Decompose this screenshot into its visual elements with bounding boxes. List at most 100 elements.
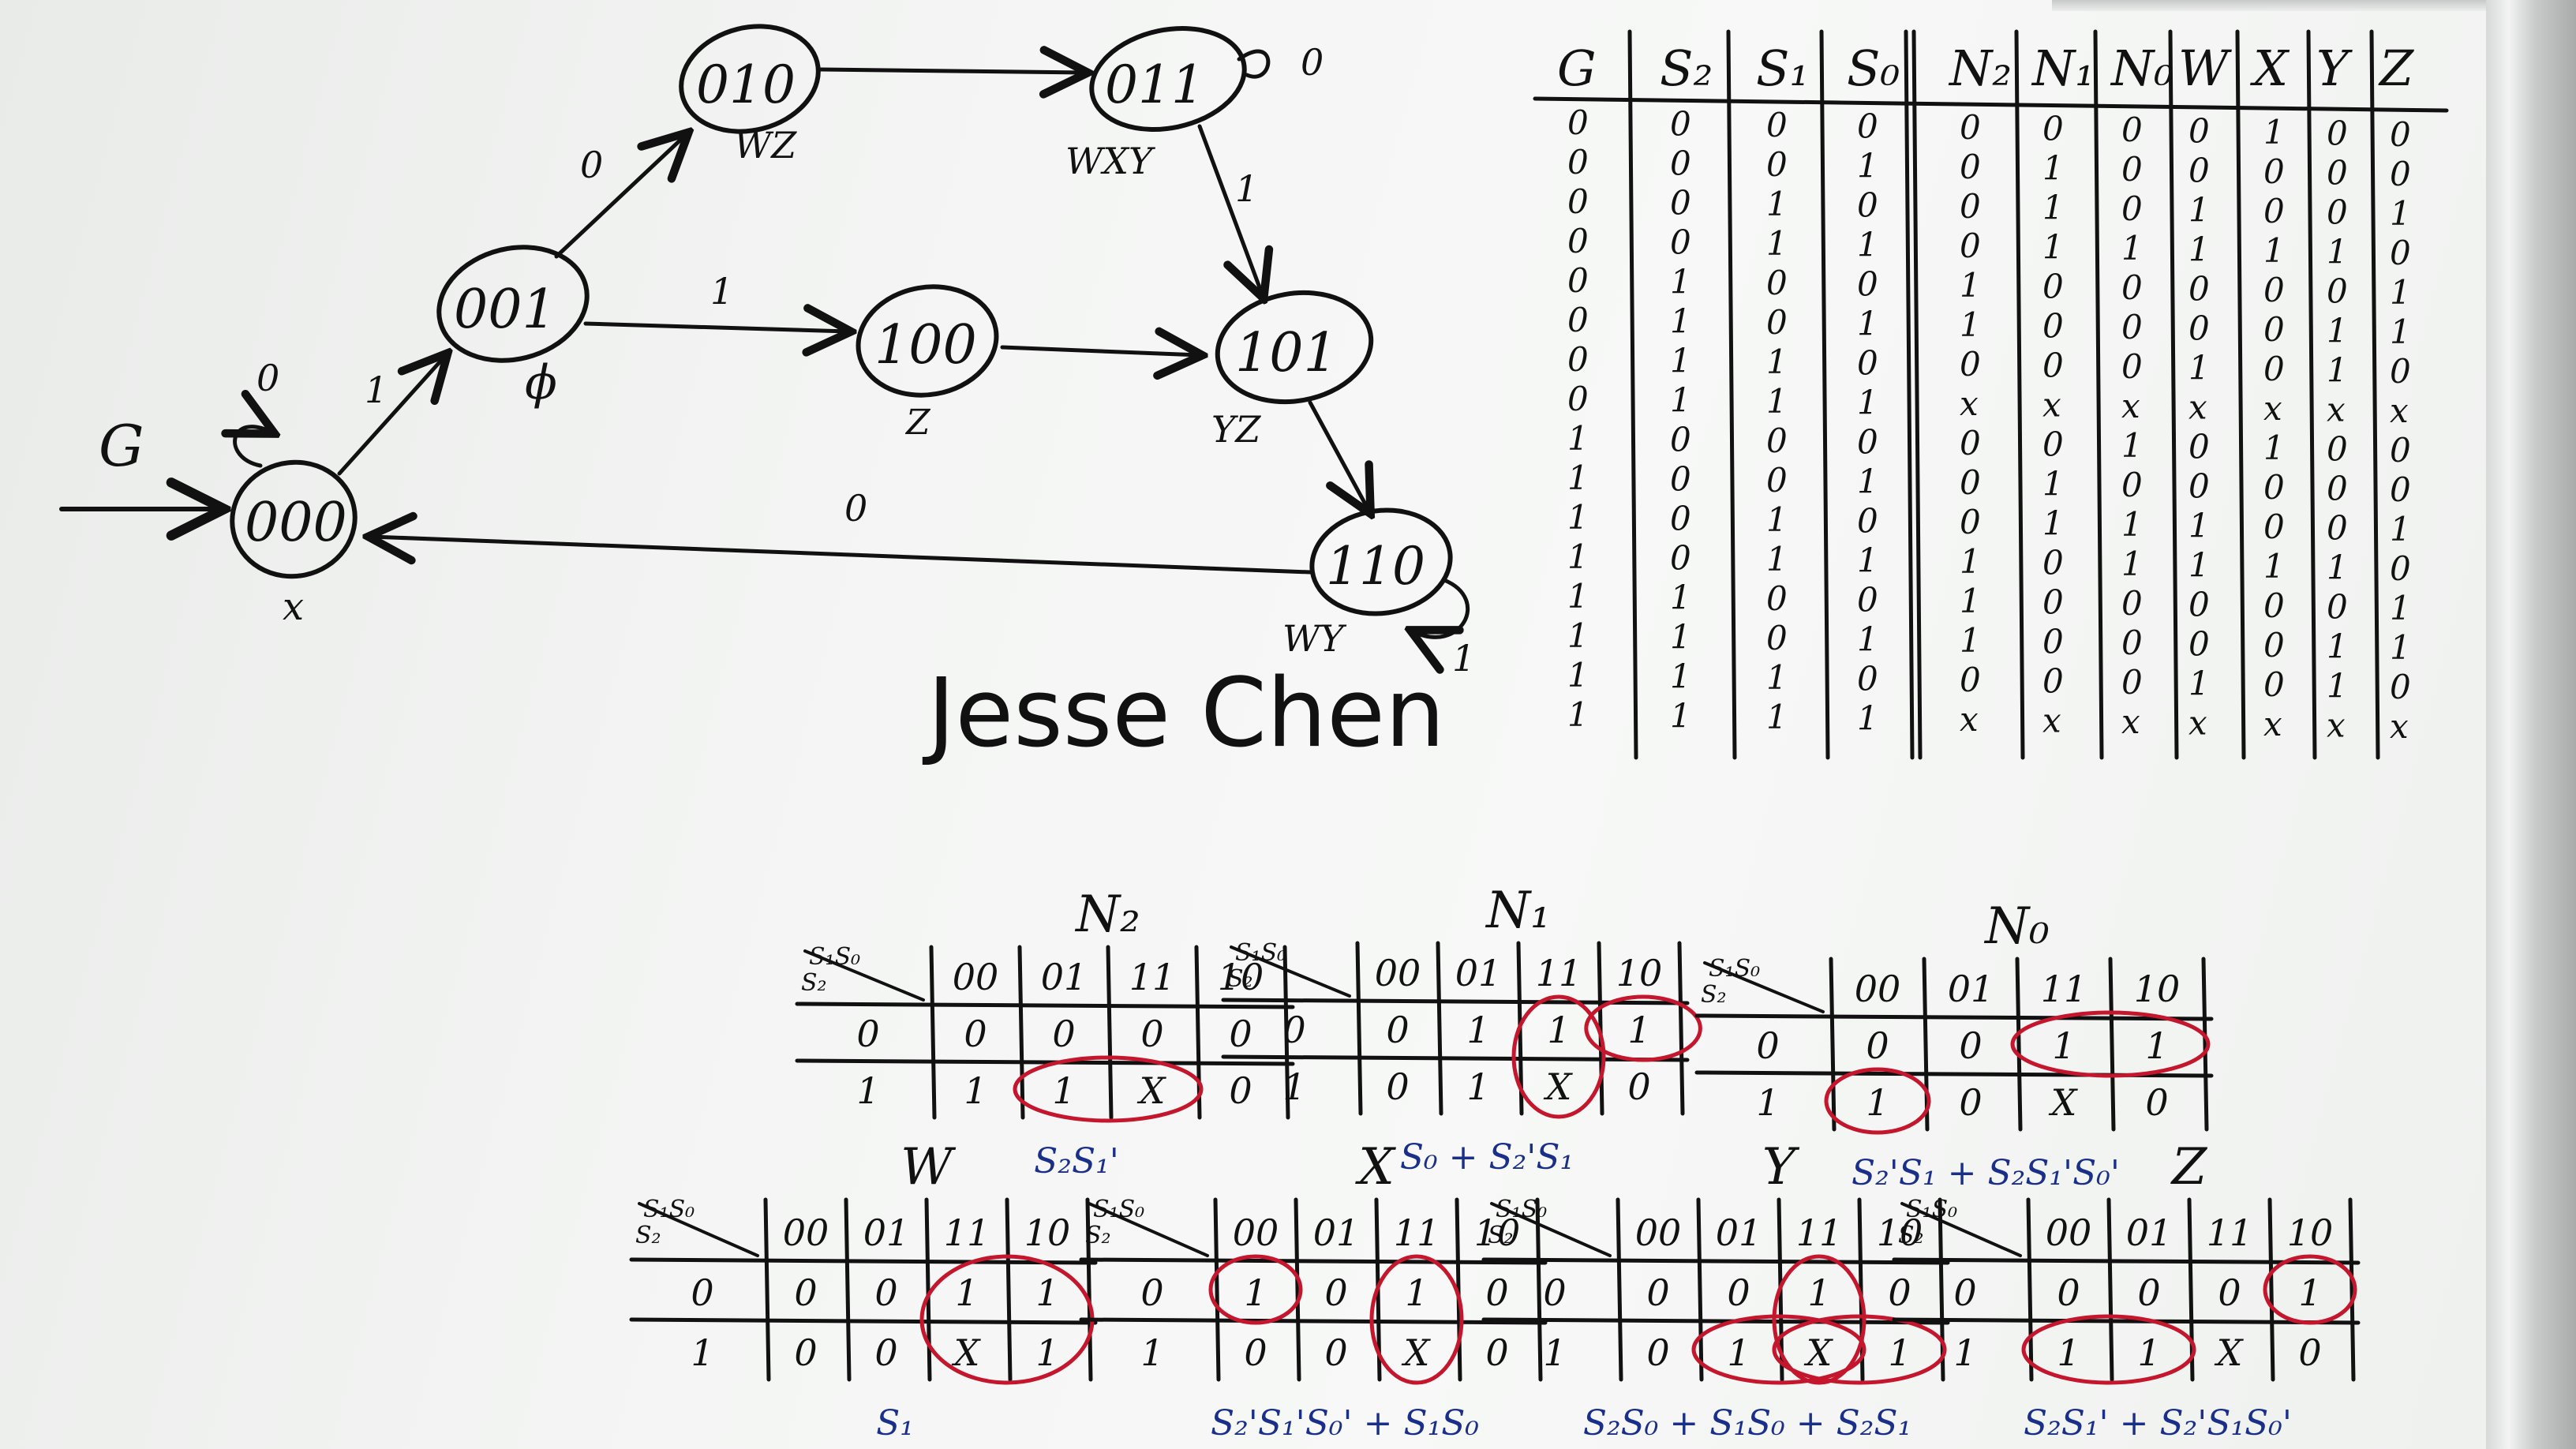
state-output: Z [904,402,931,443]
truth-table-cell: 1 [1670,263,1691,301]
truth-table-cell: 1 [2121,229,2143,268]
truth-table-cell: 0 [1766,145,1788,184]
kmap-cell: X [2049,1081,2079,1124]
start-label: G [99,413,144,479]
kmap-corner-diagonal [803,949,925,1002]
truth-table-cell: 0 [2263,507,2285,546]
edge-101-110 [1308,400,1369,511]
kmap-grid-line [2348,1197,2356,1382]
kmap-grid-line [2108,957,2116,1132]
truth-table-cell: 1 [1670,342,1691,380]
kmap-grid-line [2015,957,2023,1132]
kmap-cell: 1 [1466,1009,1489,1051]
kmap-cell: 0 [1485,1271,1508,1314]
kmap-grouping [1369,1254,1464,1385]
truth-table-column-divider [1819,29,1830,760]
kmap-grid-line [924,1197,932,1382]
kmap-row-label: 0 [856,1013,879,1055]
kmap-column-header: 00 [2046,1211,2092,1254]
kmap-cell: 1 [1727,1331,1750,1374]
truth-table-cell: x [2188,704,2207,743]
truth-table-cell: 1 [2042,228,2064,267]
kmap-corner-left: S₂ [801,969,827,997]
kmap-cell: 0 [874,1271,897,1314]
truth-table-cell: 0 [2327,114,2348,153]
truth-table-cell: 1 [2121,505,2143,544]
kmap-corner-diagonal [1230,945,1351,998]
state-diagram: G 000 x 001 ϕ 010 WZ 011 WXY 100 Z [59,24,1475,680]
edge-100-101 [1000,347,1200,355]
kmap-grouping [1772,1254,1866,1385]
truth-table-cell: 0 [1960,424,1981,462]
truth-table-header: X [2250,39,2290,97]
truth-table-cell: 0 [1670,144,1691,183]
signature: Jesse Chen [922,659,1445,769]
truth-table-cell: 1 [2042,504,2064,543]
kmap-column-header: 11 [1796,1211,1843,1254]
kmap-title: X [1354,1138,1396,1196]
kmap-column-header: 01 [1455,952,1502,994]
edge-label: 0 [1301,41,1324,84]
edge-001-100 [583,324,848,331]
truth-table-header-rule [1533,96,2449,113]
edge-000-001 [337,355,446,476]
truth-table-cell: 0 [1567,380,1589,418]
truth-table-cell: 0 [1567,182,1589,221]
truth-table-cell: 0 [2390,352,2411,391]
kmap-corner-left: S₂ [635,1222,661,1249]
edge-label: 0 [580,144,603,186]
truth-table-cell: 1 [1857,305,1878,343]
kmap-column-header: 00 [783,1211,829,1254]
kmap-grid-line [1355,941,1363,1116]
kmap-column-header: 01 [1041,956,1088,998]
state-code: 101 [1235,322,1338,384]
truth-table-cell: 1 [2263,231,2285,270]
edge-label: 1 [1452,637,1475,680]
edge-label: 1 [1235,167,1258,210]
truth-table-cell: 0 [2042,662,2064,701]
truth-table-cell: 0 [1857,265,1878,304]
truth-table-cell: 0 [1857,502,1878,541]
truth-table-cell: 1 [1567,537,1589,576]
kmap-cell: 0 [1324,1271,1347,1314]
kmap-row-label: 0 [1282,1009,1305,1051]
kmap-cell: X [1402,1331,1432,1374]
kmap-grid-line [1938,1197,1945,1382]
kmap-grid-line [1922,957,1930,1132]
truth-table-cell: 0 [2121,466,2143,504]
truth-table-cell: 0 [1857,344,1878,383]
state-001: 001 ϕ [436,245,590,410]
truth-table-cell: 0 [2263,192,2285,230]
truth-table-column-divider [1627,29,1638,760]
kmap-cell: 0 [1646,1271,1669,1314]
truth-table-cell: 0 [1960,148,1981,186]
truth-table-cell: 0 [2327,588,2348,627]
truth-table-cell: x [2263,705,2282,743]
truth-table-cell: 0 [1670,105,1691,144]
truth-table-cell: 0 [1960,463,1981,502]
edge-label: 0 [844,487,867,530]
kmap-cell: 1 [2145,1024,2168,1067]
truth-table-cell: 0 [1567,103,1589,142]
truth-table-cell: 1 [2327,667,2348,706]
truth-table-cell: 1 [2327,351,2348,390]
truth-table-cell: 0 [2121,663,2143,702]
kmap-column-header: 01 [863,1211,910,1254]
truth-table-cell: 0 [2263,310,2285,349]
truth-table-cell: 1 [1567,577,1589,616]
truth-table-cell: 0 [1857,186,1878,225]
truth-table-cell: 1 [1857,226,1878,264]
kmap-grid-line [2187,1197,2195,1382]
kmap-grid-line [1079,1317,1548,1325]
kmap-corner-left: S₂ [1227,965,1253,993]
kmap-grouping [1584,994,1702,1062]
state-010: 010 WZ [679,24,821,167]
truth-table-cell: 0 [2390,470,2411,509]
